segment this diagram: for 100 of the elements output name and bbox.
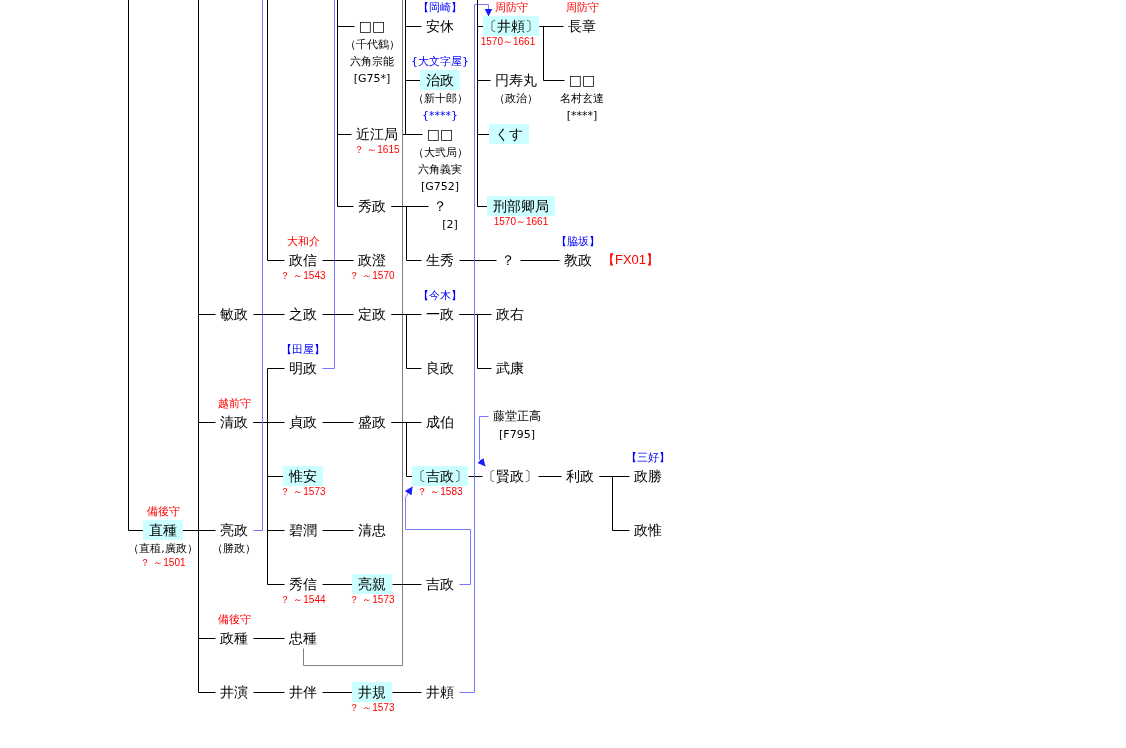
connector-line [538, 476, 562, 477]
highlighted-name-box: 刑部卿局 [487, 196, 555, 216]
person-name: 敏政 [215, 304, 253, 324]
note-label: （勝政） [212, 541, 256, 557]
family-label: {大文字屋} [411, 54, 469, 70]
highlighted-name-box: 〔吉政〕 [412, 466, 468, 486]
highlighted-name-box: 治政 [420, 70, 460, 90]
person-name: 貞政 [284, 412, 322, 432]
person-name: 之政 [284, 304, 322, 324]
date-label: 1570～1661 [493, 216, 549, 227]
title-label: 大和介 [286, 234, 320, 250]
date-label: ？ ～1501 [140, 557, 186, 568]
connector-line [391, 422, 413, 477]
note-label: 六角宗能 [350, 54, 394, 70]
connector-line [322, 692, 353, 693]
title-label: 備後守 [146, 504, 180, 520]
note-label: [G75*] [353, 71, 391, 87]
person-name: 清政 [215, 412, 253, 432]
person-name: 藤堂正高 [488, 406, 546, 426]
connector-line [253, 0, 263, 531]
person-name: 近江局 [351, 124, 403, 144]
person-name: 井演 [215, 682, 253, 702]
connector-line [459, 260, 497, 261]
person-name: 亮政 [215, 520, 253, 540]
person-name: 忠種 [284, 628, 322, 648]
connector-line [322, 584, 353, 585]
reference-code: 【FX01】 [602, 251, 660, 269]
date-label: ？ ～1615 [354, 144, 400, 155]
person-name: 秀政 [353, 196, 391, 216]
date-label: 1570～1661 [480, 36, 536, 47]
person-name: 教政 [559, 250, 597, 270]
person-name: 吉政 [421, 574, 459, 594]
connector-line [459, 314, 492, 369]
person-name: 政右 [491, 304, 529, 324]
note-label: （千代鶴） [344, 37, 400, 53]
person-name: □□ [353, 16, 391, 36]
person-name: 〔賢政〕 [482, 466, 538, 486]
person-name: □□ [563, 70, 601, 90]
connector-line [599, 476, 630, 531]
date-label: ？ ～1573 [349, 702, 395, 713]
connector-line [183, 530, 216, 693]
title-label: 越前守 [217, 396, 251, 412]
title-label: 周防守 [565, 0, 599, 16]
note-label: [****] [566, 108, 598, 124]
connector-line [520, 260, 560, 261]
person-name: 明政 [284, 358, 322, 378]
highlighted-name-box: 〔井頼〕 [483, 16, 539, 36]
person-name: 利政 [561, 466, 599, 486]
highlighted-name-box: 井規 [352, 682, 392, 702]
highlighted-name-box: 惟安 [283, 466, 323, 486]
person-name: 成伯 [421, 412, 459, 432]
note-label: 名村玄達 [560, 91, 604, 107]
note-label: [F795] [499, 427, 535, 443]
arrow [477, 416, 489, 467]
connector-line [322, 530, 354, 531]
person-name: 武康 [491, 358, 529, 378]
connector-line [468, 476, 483, 477]
person-name: 政信 [284, 250, 322, 270]
note-label: （直稙,廣政） [128, 541, 198, 557]
connector-line [322, 422, 354, 423]
date-label: ？ ～1570 [349, 270, 395, 281]
person-name: 長章 [563, 16, 601, 36]
connector-line [391, 314, 422, 369]
highlighted-name-box: 亮親 [352, 574, 392, 594]
note-label: [G752] [420, 179, 460, 195]
person-name: 清忠 [353, 520, 391, 540]
person-name: 一政 [421, 304, 459, 324]
connector-line [391, 206, 422, 261]
arrow [404, 486, 471, 585]
date-label: ？ ～1583 [417, 486, 463, 497]
person-name: 政澄 [353, 250, 391, 270]
person-name: ？ [428, 196, 452, 216]
note-label: [2] [442, 217, 458, 233]
connector-line [322, 0, 335, 369]
family-label: 【三好】 [626, 450, 670, 466]
connector-line [322, 314, 354, 315]
person-name: 安休 [421, 16, 459, 36]
person-name: 政種 [215, 628, 253, 648]
connector-line [322, 260, 354, 261]
connector-line [303, 0, 403, 666]
connector-line [253, 638, 285, 639]
date-label: ？ ～1573 [349, 594, 395, 605]
person-name: 生秀 [421, 250, 459, 270]
person-name: 良政 [421, 358, 459, 378]
person-name: 政惟 [629, 520, 667, 540]
connector-line [392, 692, 422, 693]
arrow [459, 4, 493, 693]
person-name: 政勝 [629, 466, 667, 486]
highlighted-name-box: くす [489, 124, 529, 144]
connector-line [403, 134, 423, 135]
person-name: ？ [496, 250, 520, 270]
note-label: （大弐局） [412, 145, 468, 161]
family-label: {****} [422, 108, 458, 124]
family-label: 【田屋】 [281, 342, 325, 358]
connector-line [253, 692, 285, 693]
connector-line [253, 314, 285, 315]
person-name: □□ [421, 124, 459, 144]
date-label: ？ ～1543 [280, 270, 326, 281]
family-label: 【脇坂】 [556, 234, 600, 250]
connector-line [392, 584, 422, 585]
